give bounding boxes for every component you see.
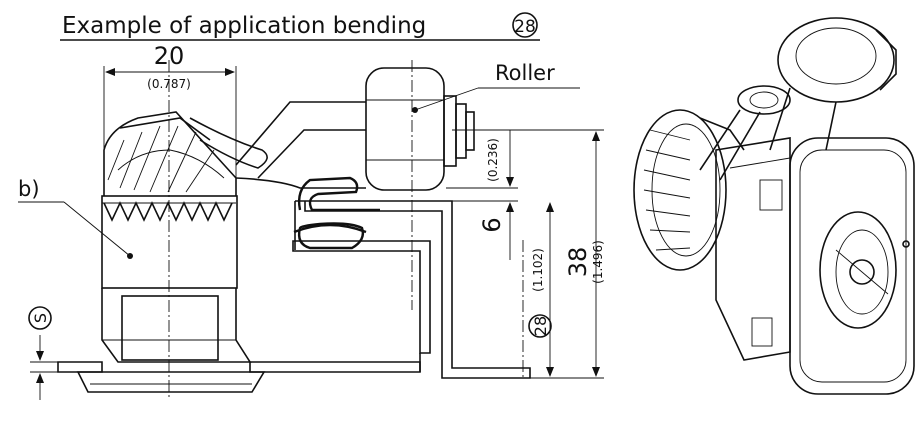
title-ref-number: 28 xyxy=(514,17,536,37)
bend-ref: 28 xyxy=(531,316,550,336)
gap-mm: 6 xyxy=(478,217,506,232)
gap-in: (0.236) xyxy=(486,138,500,182)
bend-in: (1.102) xyxy=(531,248,545,292)
roller-label: Roller xyxy=(495,61,555,85)
s-label: S xyxy=(31,313,50,323)
bend-ref-circle xyxy=(528,314,552,338)
height-mm: 38 xyxy=(564,247,592,278)
dimension-bend: 28 (1.102) xyxy=(452,129,560,379)
bending-arm xyxy=(189,101,366,189)
latch-3d-view xyxy=(633,17,915,395)
width-mm: 20 xyxy=(154,42,185,70)
b-label: b) xyxy=(18,177,40,201)
drawing-title: Example of application bending xyxy=(62,13,426,39)
width-in: (0.787) xyxy=(147,77,191,91)
dimension-gap: 6 (0.236) xyxy=(446,130,518,260)
title-group: Example of application bending 28 xyxy=(60,12,540,41)
callouts: Roller b) xyxy=(18,61,580,257)
edge-clip xyxy=(293,176,380,250)
title-ref-circle xyxy=(512,12,538,38)
height-in: (1.496) xyxy=(591,240,605,284)
roller xyxy=(365,67,475,191)
center-lines xyxy=(168,60,524,400)
dimension-width: 20 (0.787) xyxy=(103,42,237,178)
dimension-height: 38 (1.496) xyxy=(480,129,605,379)
s-ref-circle xyxy=(28,306,52,330)
dimension-s: S xyxy=(28,306,58,400)
